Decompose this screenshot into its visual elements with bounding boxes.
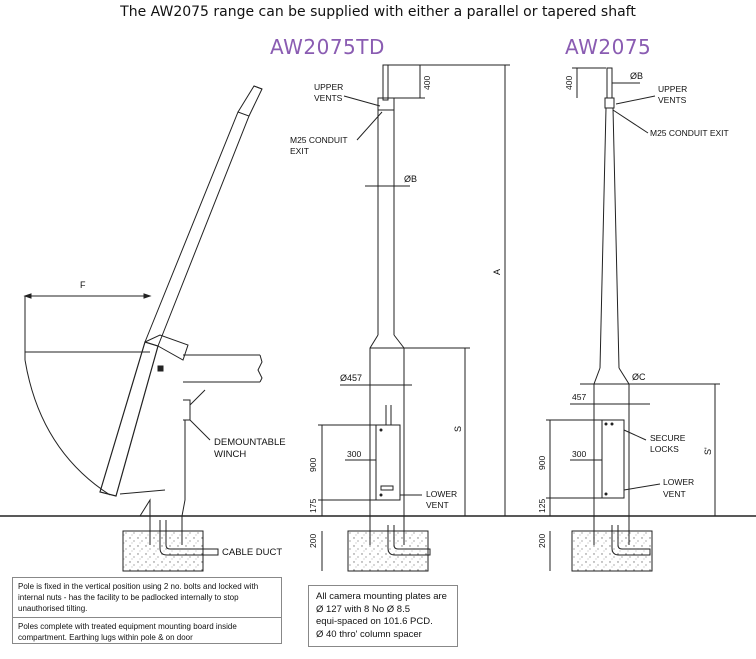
dim-457-std: 457 (572, 392, 586, 402)
dim-f-label: F (80, 280, 86, 290)
dim-400-td: 400 (422, 76, 432, 90)
mounting-line-1: All camera mounting plates are (316, 591, 447, 602)
m25-label-std: M25 CONDUIT EXIT (650, 128, 729, 138)
dia-b-std: ØB (630, 71, 643, 81)
cable-duct-label: CABLE DUCT (222, 547, 282, 558)
dia-b-td: ØB (404, 174, 417, 184)
secure-locks-label-2: LOCKS (650, 444, 679, 454)
tilting-pole-view: F DEMOUNTABLE WINCH CABLE DUCT (23, 85, 286, 572)
dim-s-prime: S' (703, 447, 713, 455)
aw2075td-elevation: UPPER VENTS M25 CONDUIT EXIT 400 ØB Ø457… (290, 64, 510, 572)
lower-vent-label-td-1: LOWER (426, 489, 457, 499)
mounting-line-4: Ø 40 thro' column spacer (316, 628, 422, 640)
page-title: The AW2075 range can be supplied with ei… (120, 4, 636, 20)
notes-box-left: Pole is fixed in the vertical position u… (12, 577, 282, 644)
aw2075-elevation: UPPER VENTS M25 CONDUIT EXIT 400 ØB ØC 4… (537, 67, 729, 572)
dim-400-std: 400 (564, 76, 574, 90)
upper-vent-block-std (604, 97, 615, 109)
notes-box-mounting: All camera mounting plates are Ø 127 wit… (308, 585, 458, 647)
dim-900-td: 900 (308, 458, 318, 472)
lower-vent-label-std-2: VENT (663, 489, 686, 499)
winch-label-1: DEMOUNTABLE (214, 437, 286, 448)
dim-175-td: 175 (308, 499, 318, 513)
model-title-aw2075: AW2075 (565, 35, 652, 59)
note-divider (13, 617, 281, 618)
m25-label-td-1: M25 CONDUIT (290, 135, 348, 145)
door-compartment-td (375, 424, 401, 501)
upper-vent-block-td (377, 97, 395, 111)
lower-vent-label-td-2: VENT (426, 500, 449, 510)
dim-900-std: 900 (537, 456, 547, 470)
door-compartment-std (601, 419, 625, 499)
dia-c: ØC (632, 372, 646, 382)
dim-s: S (453, 426, 463, 432)
model-title-aw2075td: AW2075TD (270, 35, 385, 59)
dim-125-std: 125 (537, 499, 547, 513)
upper-vents-label-std-2: VENTS (658, 95, 687, 105)
m25-label-td-2: EXIT (290, 146, 309, 156)
dim-300-std: 300 (572, 449, 586, 459)
mounting-line-3: equi-spaced on 101.6 PCD. (316, 616, 433, 627)
dim-300-td: 300 (347, 449, 361, 459)
dia-457-td: Ø457 (340, 373, 362, 383)
upper-vents-label-td-1: UPPER (314, 82, 343, 92)
winch-label-2: WINCH (214, 449, 246, 460)
tilt-arc (24, 359, 111, 496)
dim-a: A (492, 269, 502, 275)
dim-200-td: 200 (308, 534, 318, 548)
upper-vents-label-td-2: VENTS (314, 93, 343, 103)
secure-locks-label-1: SECURE (650, 433, 686, 443)
lower-vent-label-std-1: LOWER (663, 477, 694, 487)
note-pole-fixing: Pole is fixed in the vertical position u… (18, 582, 259, 613)
note-compartment: Poles complete with treated equipment mo… (18, 622, 237, 642)
mounting-line-2: Ø 127 with 8 No Ø 8.5 (316, 603, 410, 615)
foundation-left (122, 530, 204, 572)
dim-200-std: 200 (537, 534, 547, 548)
upper-vents-label-std-1: UPPER (658, 84, 687, 94)
tilted-pole-shaft (99, 341, 159, 497)
